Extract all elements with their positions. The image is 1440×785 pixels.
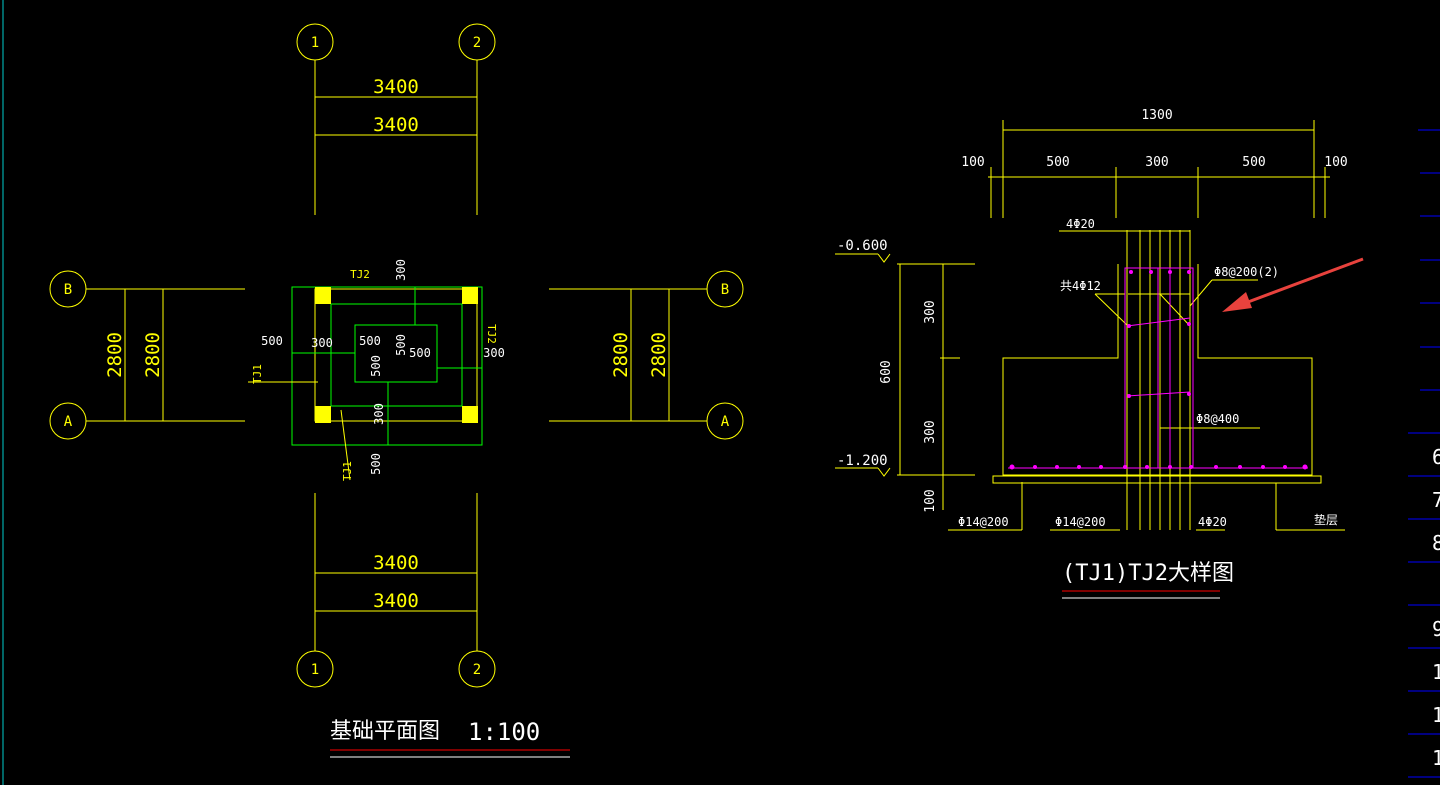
side-number-12: 12 <box>1432 746 1440 770</box>
label-column-bars: 4Φ20 <box>1066 217 1095 231</box>
plan-dim-300-top: 300 <box>394 259 408 281</box>
axis-label-1-top: 1 <box>311 35 319 51</box>
axis-label-b-right: B <box>721 282 729 298</box>
axis-label-2-top: 2 <box>473 35 481 51</box>
plan-dim-500-inner-top: 500 <box>359 334 381 348</box>
rebar-dots <box>1009 270 1308 470</box>
plan-dim-bottom-2: 3400 <box>373 590 419 612</box>
column-square-tr <box>462 287 478 304</box>
plan-scale: 1:100 <box>468 718 540 746</box>
detail-dim-600: 600 <box>879 360 894 383</box>
plan-label-tj2-top: TJ2 <box>350 268 370 281</box>
plan-dim-right-1: 2800 <box>610 332 632 378</box>
detail-dim-300: 300 <box>1145 155 1168 170</box>
detail-dim-300-upper: 300 <box>923 300 938 323</box>
footing-outer-outline <box>291 286 483 446</box>
detail-dim-500-left: 500 <box>1046 155 1069 170</box>
beam-inner-outline <box>330 303 463 407</box>
detail-dim-500-right: 500 <box>1242 155 1265 170</box>
label-stirrup-200: Φ8@200(2) <box>1214 265 1279 279</box>
plan-dim-left-2: 2800 <box>142 332 164 378</box>
plan-dim-right-2: 2800 <box>648 332 670 378</box>
plan-dim-top-1: 3400 <box>373 76 419 98</box>
side-number-11: 11 <box>1432 703 1440 727</box>
plan-dim-left-1: 2800 <box>104 332 126 378</box>
beam-centerline-box <box>314 288 478 422</box>
elevation-top: -0.600 <box>837 238 888 254</box>
plan-dim-500-inner-v2: 500 <box>369 355 383 377</box>
axis-label-2-bottom: 2 <box>473 662 481 678</box>
column-square-tl <box>315 287 331 304</box>
axis-label-b-left: B <box>64 282 72 298</box>
plan-dim-300-bottom: 300 <box>372 403 386 425</box>
detail-title: (TJ1)TJ2大样图 <box>1062 561 1234 586</box>
axis-label-a-right: A <box>721 414 730 430</box>
plan-label-tj1-left: TJ1 <box>251 364 264 384</box>
column-square-bl <box>315 406 331 423</box>
plan-dim-300-right: 300 <box>483 346 505 360</box>
annotation-arrow <box>1222 257 1364 312</box>
plan-dim-500-inner-v: 500 <box>394 334 408 356</box>
foundation-footprint <box>291 286 483 446</box>
side-number-6: 6 <box>1432 445 1440 469</box>
side-number-10: 10 <box>1432 660 1440 684</box>
plan-dim-bottom-1: 3400 <box>373 552 419 574</box>
detail-dim-100-left: 100 <box>961 155 984 170</box>
plan-label-tj2-right: TJ2 <box>485 324 498 344</box>
label-column-bars-bottom: 4Φ20 <box>1198 515 1227 529</box>
side-number-8: 8 <box>1432 531 1440 555</box>
axis-label-a-left: A <box>64 414 73 430</box>
elevation-bottom: -1.200 <box>837 453 888 469</box>
side-table-lines <box>1408 129 1440 778</box>
label-stirrup-400: Φ8@400 <box>1196 412 1239 426</box>
label-side-bars: 共4Φ12 <box>1060 279 1101 293</box>
plan-title: 基础平面图 <box>330 719 440 744</box>
label-bottom-bar-2: Φ14@200 <box>1055 515 1106 529</box>
label-cushion: 垫层 <box>1314 512 1338 527</box>
side-number-9: 9 <box>1432 617 1440 641</box>
label-bottom-bar-1: Φ14@200 <box>958 515 1009 529</box>
plan-dim-500-bottom: 500 <box>369 453 383 475</box>
foundation-plan <box>49 23 744 688</box>
plan-dim-500-left: 500 <box>261 334 283 348</box>
axis-label-1-bottom: 1 <box>311 662 319 678</box>
detail-dim-300-lower: 300 <box>923 420 938 443</box>
plan-dim-300-left: 300 <box>311 336 333 350</box>
detail-dim-100-cushion: 100 <box>923 489 938 512</box>
plan-dim-top-2: 3400 <box>373 114 419 136</box>
footing-detail-section <box>835 120 1345 531</box>
plan-label-tj1-bottom: TJ1 <box>341 461 354 481</box>
column-square-br <box>462 406 478 423</box>
detail-dim-100-right: 100 <box>1324 155 1347 170</box>
side-number-7: 7 <box>1432 488 1440 512</box>
detail-dim-1300: 1300 <box>1141 108 1172 123</box>
plan-dim-500-inner-right: 500 <box>409 346 431 360</box>
